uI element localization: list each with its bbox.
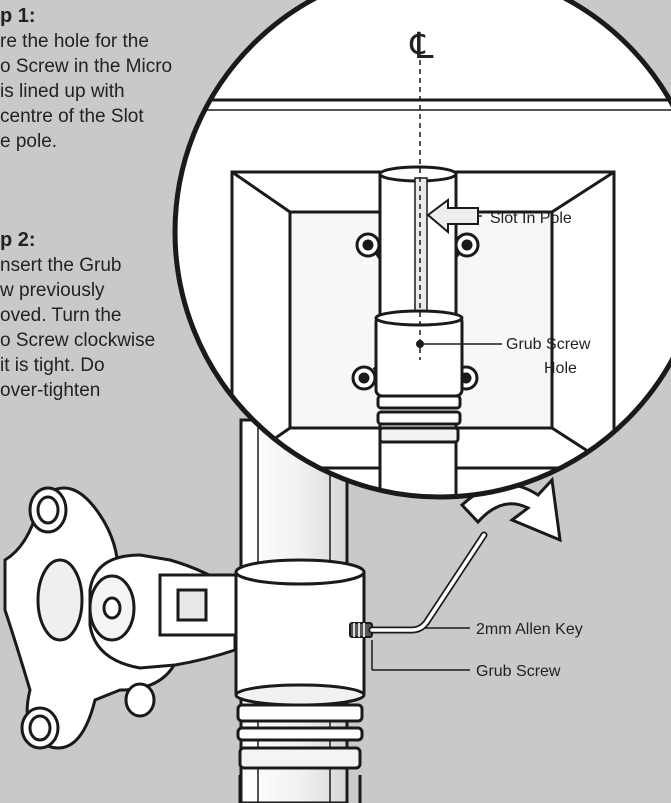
detail-circle — [172, 0, 671, 500]
step-1-title: p 1: — [0, 5, 36, 27]
slot-in-pole — [414, 177, 428, 319]
step-2-line-6: over-tighten — [0, 380, 101, 401]
step-2-line-4: o Screw clockwise — [0, 330, 156, 351]
tilt-knob — [102, 596, 122, 620]
step-2-line-5: it is tight. Do — [0, 355, 105, 376]
allen-key — [368, 531, 488, 634]
centreline-symbol: ℄ — [409, 25, 433, 66]
label-grub-screw: Grub Screw — [476, 663, 561, 680]
step-1-text: p 1: re the hole for the o Screw in the … — [0, 4, 172, 154]
step-1-line-1: re the hole for the — [0, 31, 149, 52]
detail-circle-border — [172, 0, 671, 500]
detail-collar — [374, 309, 464, 444]
step-2-line-1: nsert the Grub — [0, 255, 122, 276]
label-grub-screw-hole-2: Hole — [544, 360, 577, 377]
step-1-line-5: e pole. — [0, 131, 58, 152]
step-1-line-3: is lined up with — [0, 81, 125, 102]
step-1-line-4: centre of the Slot — [0, 106, 144, 127]
step-2-line-3: oved. Turn the — [0, 305, 122, 326]
label-slot-in-pole: Slot In Pole — [490, 210, 572, 227]
label-allen-key: 2mm Allen Key — [476, 621, 583, 638]
collar-lower — [234, 558, 366, 803]
tilt-joint — [88, 553, 242, 670]
step-2-line-2: w previously — [0, 280, 105, 301]
step-2-title: p 2: — [0, 229, 36, 251]
step-2-text: p 2: nsert the Grub w previously oved. T… — [0, 228, 155, 403]
label-grub-screw-hole-1: Grub Screw — [506, 336, 591, 353]
step-1-line-2: o Screw in the Micro — [0, 56, 173, 77]
bottom-leader-lines — [371, 627, 470, 671]
